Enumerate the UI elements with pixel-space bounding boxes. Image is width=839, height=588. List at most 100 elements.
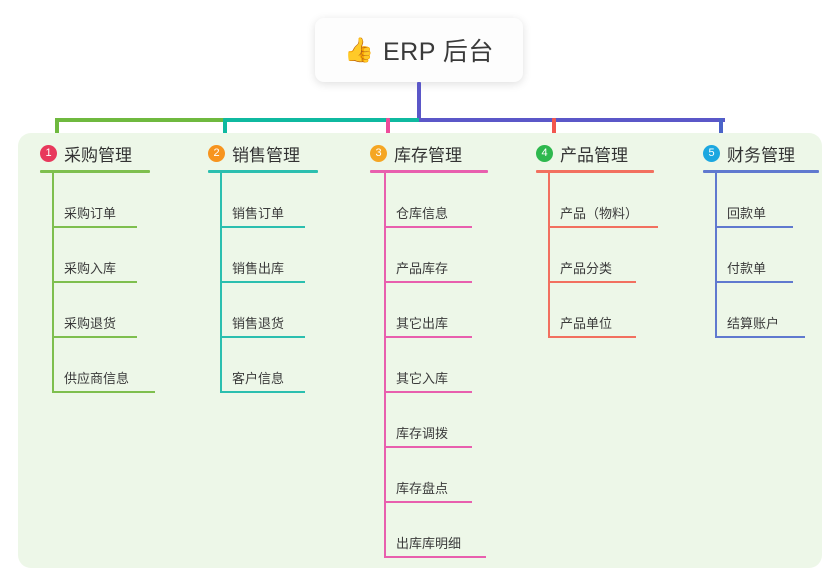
branch-item-label: 采购订单 <box>64 206 117 221</box>
branch-item-label: 采购退货 <box>64 316 117 331</box>
branch-item-label: 销售退货 <box>232 316 285 331</box>
branch-item-underline <box>52 391 155 393</box>
branch-item-underline <box>220 281 305 283</box>
branch-item-label: 采购入库 <box>64 261 117 276</box>
branch-item-label: 供应商信息 <box>64 371 130 386</box>
bus-segment-2 <box>225 118 419 122</box>
branch-item[interactable]: 采购退货 <box>40 283 150 338</box>
branch-header-underline <box>703 170 819 173</box>
branch-item[interactable]: 结算账户 <box>703 283 819 338</box>
branch-item[interactable]: 产品库存 <box>370 228 488 283</box>
branch-item-underline <box>548 336 636 338</box>
branch-item-underline <box>384 501 472 503</box>
thumbs-up-icon: 👍 <box>344 36 374 64</box>
branch-item-underline <box>384 336 472 338</box>
branch-item-underline <box>384 391 472 393</box>
branch-item[interactable]: 产品（物料） <box>536 173 658 228</box>
branch-item[interactable]: 供应商信息 <box>40 338 155 393</box>
branch-item-list: 销售订单销售出库销售退货客户信息 <box>208 173 318 393</box>
branch-item-underline <box>220 336 305 338</box>
branch-item[interactable]: 销售退货 <box>208 283 318 338</box>
branch-item-label: 回款单 <box>727 206 767 221</box>
branch-column-5: 5 财务管理回款单付款单结算账户 <box>703 133 819 338</box>
branch-header-5[interactable]: 5 财务管理 <box>703 133 819 173</box>
branch-item-label: 其它入库 <box>396 371 449 386</box>
branch-item-underline <box>220 226 305 228</box>
branch-number-badge: 2 <box>208 144 225 162</box>
branch-item[interactable]: 产品分类 <box>536 228 654 283</box>
branch-header-3[interactable]: 3 库存管理 <box>370 133 488 173</box>
branch-item-underline <box>384 556 486 558</box>
root-title: ERP 后台 <box>382 38 494 66</box>
branch-item-label: 销售出库 <box>232 261 285 276</box>
branch-number-badge: 4 <box>536 144 553 162</box>
bus-segment-3 <box>419 118 725 122</box>
branch-item-label: 产品单位 <box>560 316 613 331</box>
branch-item-underline <box>715 336 805 338</box>
branch-item[interactable]: 其它入库 <box>370 338 488 393</box>
branch-item-underline <box>52 226 137 228</box>
branch-title: 采购管理 <box>64 145 132 165</box>
branch-spine-line <box>548 173 550 338</box>
branch-column-3: 3 库存管理仓库信息产品库存其它出库其它入库库存调拨库存盘点出库库明细 <box>370 133 488 558</box>
branches-panel: 1 采购管理采购订单采购入库采购退货供应商信息 2 销售管理销售订单销售出库销售退货客… <box>18 133 822 568</box>
branch-spine-line <box>384 173 386 558</box>
branch-item[interactable]: 仓库信息 <box>370 173 488 228</box>
branch-item[interactable]: 库存调拨 <box>370 393 488 448</box>
branch-header-1[interactable]: 1 采购管理 <box>40 133 150 173</box>
branch-title: 财务管理 <box>727 145 795 165</box>
branch-item-underline <box>548 281 636 283</box>
branch-item-underline <box>384 281 472 283</box>
branch-item[interactable]: 回款单 <box>703 173 819 228</box>
branch-header-underline <box>208 170 318 173</box>
branch-header-underline <box>370 170 488 173</box>
branch-item[interactable]: 采购入库 <box>40 228 150 283</box>
branch-item[interactable]: 付款单 <box>703 228 819 283</box>
branch-column-2: 2 销售管理销售订单销售出库销售退货客户信息 <box>208 133 318 393</box>
branch-title: 库存管理 <box>394 145 462 165</box>
branch-item-label: 产品库存 <box>396 261 449 276</box>
branch-item[interactable]: 库存盘点 <box>370 448 488 503</box>
branch-item-underline <box>384 446 472 448</box>
branch-spine-line <box>715 173 717 338</box>
branch-item[interactable]: 出库库明细 <box>370 503 488 558</box>
branch-item[interactable]: 产品单位 <box>536 283 654 338</box>
branch-item[interactable]: 采购订单 <box>40 173 150 228</box>
branch-item-label: 其它出库 <box>396 316 449 331</box>
branch-item[interactable]: 销售出库 <box>208 228 318 283</box>
branch-spine-line <box>220 173 222 393</box>
branch-column-1: 1 采购管理采购订单采购入库采购退货供应商信息 <box>40 133 155 393</box>
branch-spine-line <box>52 173 54 393</box>
branch-item-label: 结算账户 <box>727 316 780 331</box>
root-stem-line <box>417 82 421 122</box>
branch-item-label: 仓库信息 <box>396 206 449 221</box>
branch-item-underline <box>52 281 137 283</box>
branch-item-underline <box>715 281 793 283</box>
bus-segment-1 <box>55 118 225 122</box>
branch-item-label: 产品（物料） <box>560 206 639 221</box>
branch-item-label: 库存盘点 <box>396 481 449 496</box>
branch-item-label: 销售订单 <box>232 206 285 221</box>
branch-number-badge: 1 <box>40 144 57 162</box>
branch-header-2[interactable]: 2 销售管理 <box>208 133 318 173</box>
branch-title: 销售管理 <box>232 145 300 165</box>
branch-item[interactable]: 客户信息 <box>208 338 318 393</box>
branch-item[interactable]: 销售订单 <box>208 173 318 228</box>
branch-item-underline <box>548 226 658 228</box>
root-node[interactable]: 👍 ERP 后台 <box>315 18 523 82</box>
branch-item-list: 产品（物料） 产品分类产品单位 <box>536 173 658 338</box>
branch-item-label: 客户信息 <box>232 371 285 386</box>
branch-item-label: 出库库明细 <box>396 536 462 551</box>
branch-item-label: 库存调拨 <box>396 426 449 441</box>
branch-number-badge: 3 <box>370 144 387 162</box>
branch-item-label: 付款单 <box>727 261 767 276</box>
branch-item-underline <box>384 226 472 228</box>
branch-number-badge: 5 <box>703 144 720 162</box>
branch-item-underline <box>715 226 793 228</box>
branch-header-underline <box>40 170 150 173</box>
branch-item[interactable]: 其它出库 <box>370 283 488 338</box>
branch-header-underline <box>536 170 654 173</box>
